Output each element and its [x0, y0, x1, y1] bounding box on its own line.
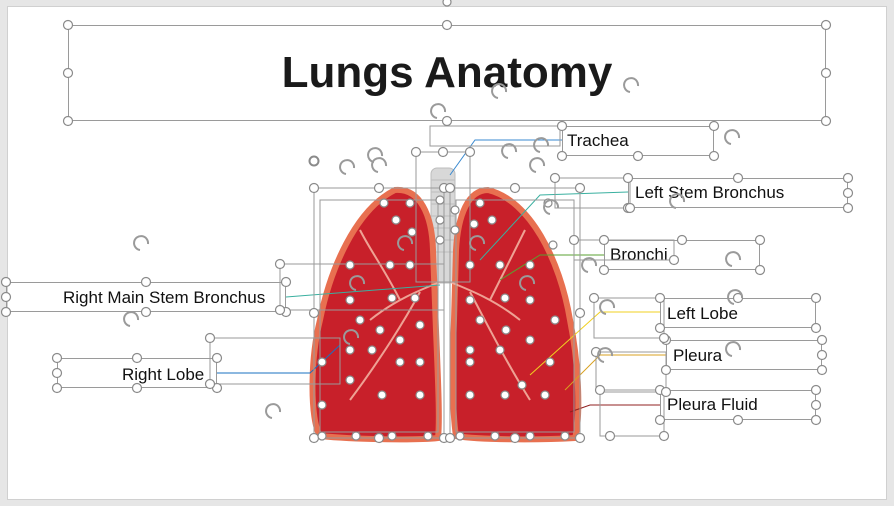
rotate-icon	[727, 289, 744, 305]
rotate-icon	[581, 257, 598, 273]
rotate-icon	[501, 143, 518, 159]
rotate-icon	[543, 199, 560, 215]
rotate-icon	[599, 299, 616, 315]
left-lobe-label[interactable]: Left Lobe	[667, 304, 738, 323]
rotate-icon	[430, 103, 447, 119]
rotate-icon	[265, 403, 282, 419]
rotate-icon	[343, 329, 360, 345]
rotate-icon	[529, 157, 546, 173]
pleura-fluid-leader	[569, 404, 660, 413]
rotate-icon	[597, 347, 614, 363]
rotate-icon	[669, 193, 686, 209]
rotate-icon	[397, 235, 414, 251]
slide-top-handle[interactable]	[442, 0, 452, 7]
right-lobe-label[interactable]: Right Lobe	[122, 365, 205, 384]
pleura-fluid-label[interactable]: Pleura Fluid	[667, 395, 758, 414]
rotate-icon	[623, 77, 640, 93]
bronchi-label[interactable]: Bronchi	[610, 245, 668, 264]
rotate-icon	[133, 235, 150, 251]
rotate-icon	[367, 147, 384, 163]
trachea-label[interactable]: Trachea	[567, 131, 629, 150]
selection-handles[interactable]	[0, 19, 854, 444]
left-lobe-leader	[529, 311, 660, 376]
rotate-icon	[725, 341, 742, 357]
bronchi-leader	[499, 254, 604, 281]
rotate-icon	[519, 275, 536, 291]
rotate-icon	[533, 137, 550, 153]
rotate-handle-small[interactable]	[308, 155, 320, 167]
rotate-icon	[724, 129, 741, 145]
rotate-icons[interactable]	[123, 77, 744, 419]
rotate-icon	[349, 275, 366, 291]
right-main-stem-bronchus-label[interactable]: Right Main Stem Bronchus	[63, 288, 266, 307]
right-lobe-leader	[217, 344, 341, 374]
pleura-label[interactable]: Pleura	[673, 346, 723, 365]
rotate-icon	[725, 251, 742, 267]
trachea-leader	[449, 139, 562, 176]
rotate-icon	[491, 83, 508, 99]
rotate-icon	[123, 311, 140, 327]
right-main-stem-bronchus-leader	[285, 284, 441, 298]
slide-title[interactable]: Lungs Anatomy	[281, 48, 613, 97]
rotate-icon	[339, 159, 356, 175]
left-stem-bronchus-leader	[479, 191, 629, 261]
rotate-icon	[469, 235, 486, 251]
rotate-icon	[371, 157, 388, 173]
